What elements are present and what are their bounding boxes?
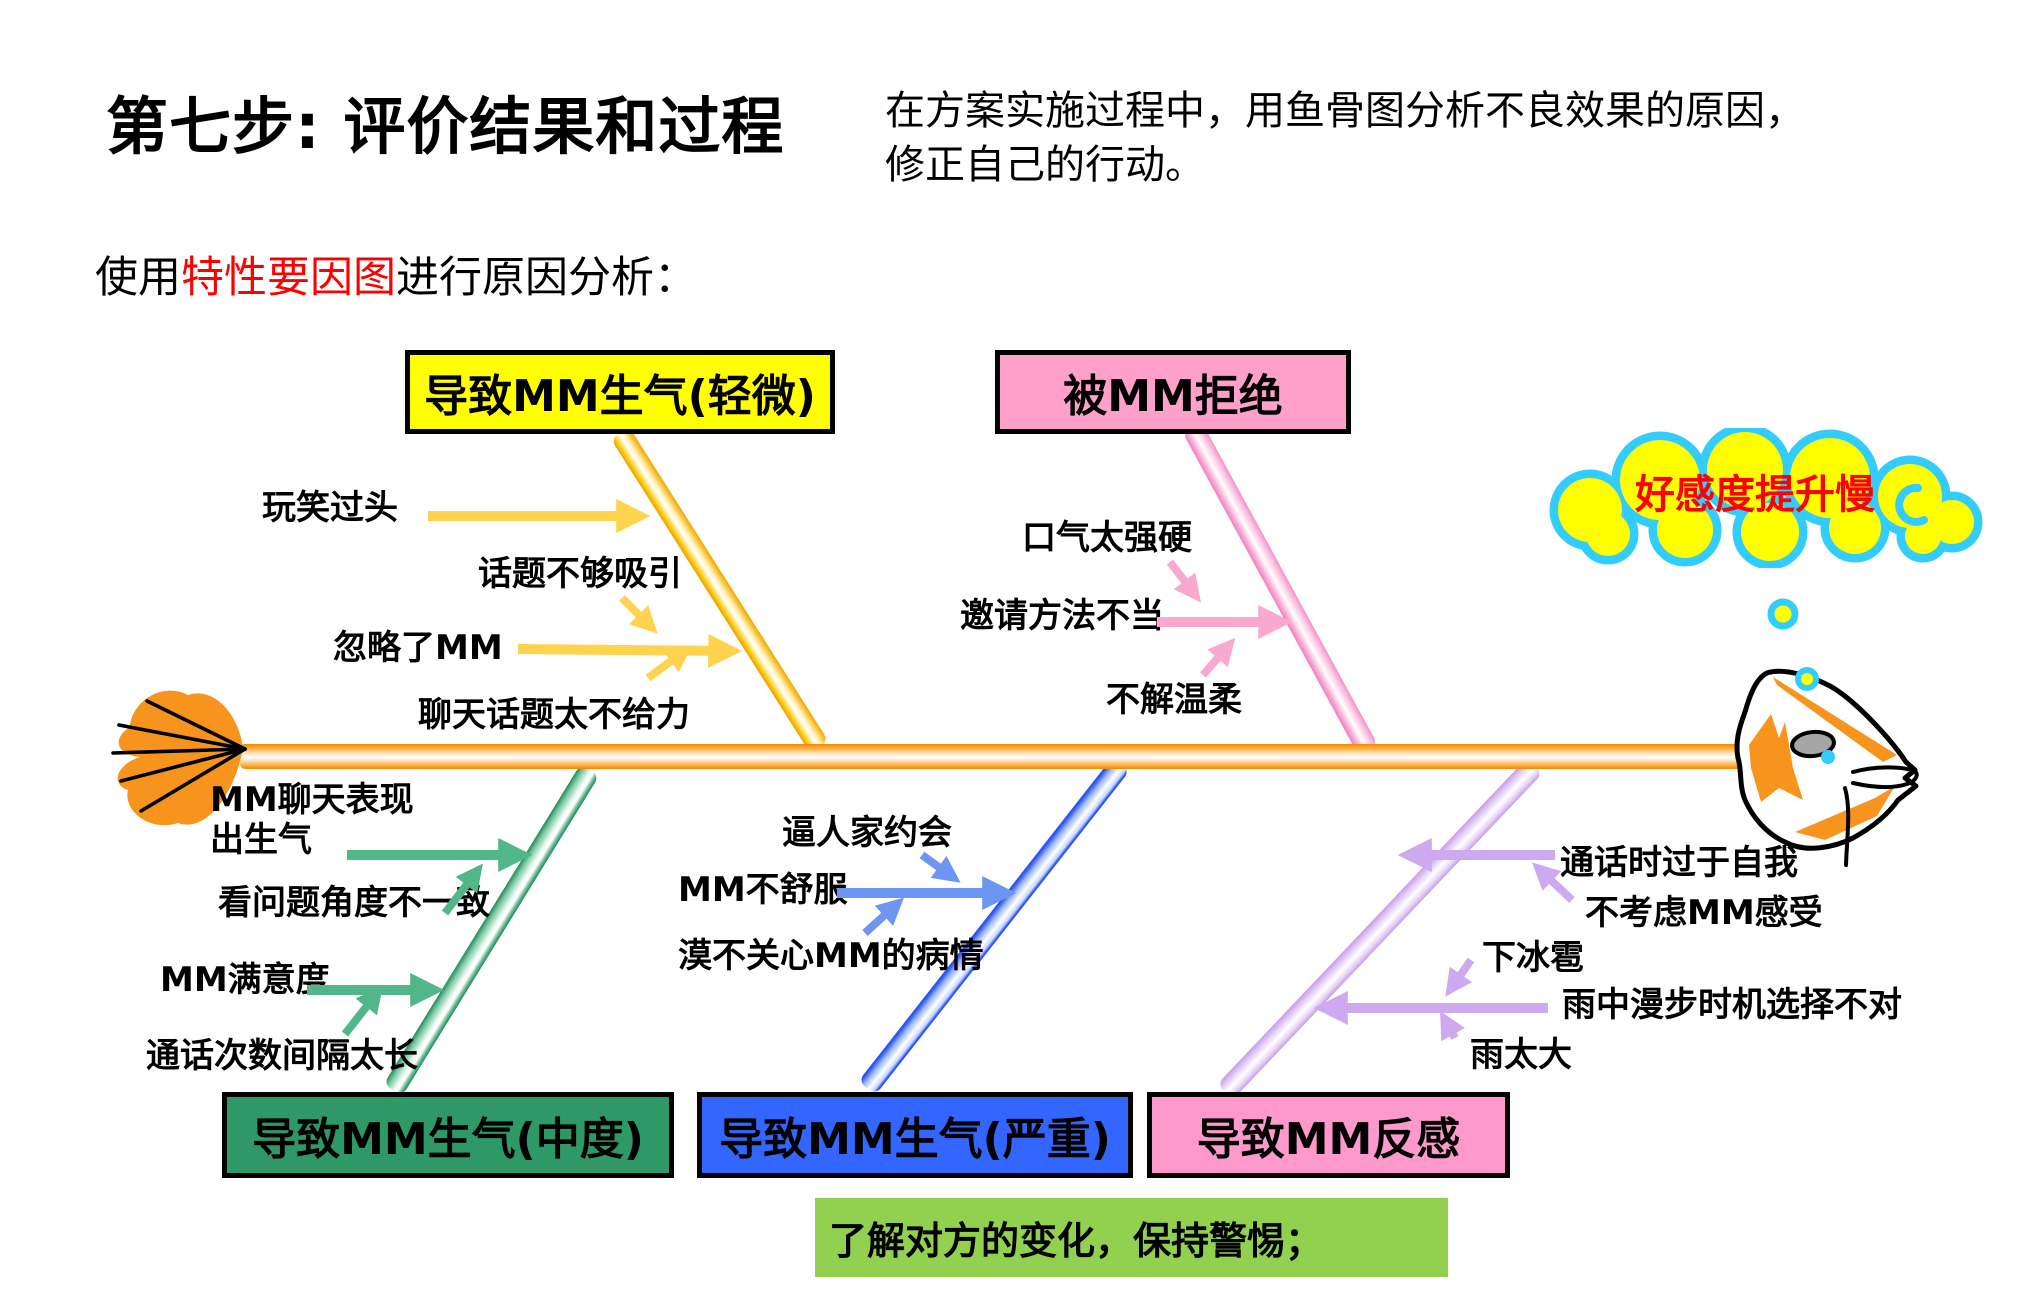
cloud-label: 好感度提升慢 [1634,472,1875,518]
cause-label: 雨太大 [1470,1035,1572,1075]
cause-label: 话题不够吸引 [478,554,682,594]
page-title: 第七步: 评价结果和过程 [106,90,785,163]
intro-prefix: 使用 [95,253,181,303]
arrows-severe [837,851,1017,936]
intro-highlight: 特性要因图 [181,253,396,303]
fish-tear [1821,750,1835,764]
intro-suffix: 进行原因分析： [396,253,697,303]
cause-label: 看问题角度不一致 [218,883,490,923]
cause-label: MM满意度 [160,960,330,1000]
thought-cloud: 好感度提升慢 [1549,428,1983,568]
cause-label: 漠不关心MM的病情 [678,936,984,976]
cause-label: 聊天话题太不给力 [418,695,690,735]
subtitle: 在方案实施过程中，用鱼骨图分析不良效果的原因， 修正自己的行动。 [885,84,1805,192]
cause-label: 玩笑过头 [262,488,398,528]
category-label: 导致MM生气(中度) [252,1114,644,1165]
cause-label: 邀请方法不当 [960,596,1164,636]
category-box-moderate: 导致MM生气(中度) [222,1092,674,1178]
cause-label: 不考虑MM感受 [1585,893,1823,933]
cause-label: 不解温柔 [1106,680,1242,720]
cause-label: MM聊天表现出生气 [210,780,414,861]
category-label: 导致MM反感 [1196,1114,1461,1165]
category-box-mild: 导致MM生气(轻微) [405,350,835,434]
cause-label: 雨中漫步时机选择不对 [1562,985,1902,1025]
cause-label: 通话次数间隔太长 [146,1036,418,1076]
category-label: 被MM拒绝 [1063,371,1283,422]
cause-label: 通话时过于自我 [1560,843,1798,883]
category-box-disgust: 导致MM反感 [1147,1092,1510,1178]
category-box-rejected: 被MM拒绝 [995,350,1351,434]
fish-tail-icon [111,690,247,826]
bone-severe [858,756,1130,1095]
subtitle-line-1: 在方案实施过程中，用鱼骨图分析不良效果的原因， [885,88,1805,134]
subtitle-line-2: 修正自己的行动。 [885,142,1205,188]
bottom-note-label: 了解对方的变化，保持警惕； [829,1219,1324,1263]
cause-label: 逼人家约会 [782,813,952,853]
cause-label: 口气太强硬 [1022,518,1192,558]
fish-head-icon [1734,668,1919,867]
bottom-note: 了解对方的变化，保持警惕； [815,1198,1448,1277]
category-label: 导致MM生气(严重) [719,1114,1111,1165]
category-box-severe: 导致MM生气(严重) [697,1092,1133,1178]
fish-eye [1790,729,1836,759]
fishbone-spine [240,744,1745,769]
cause-label: 忽略了MM [333,628,503,668]
cause-label: 下冰雹 [1482,938,1584,978]
category-label: 导致MM生气(轻微) [424,371,816,422]
cause-label: MM不舒服 [678,870,848,910]
intro-line: 使用特性要因图进行原因分析： [95,243,697,305]
